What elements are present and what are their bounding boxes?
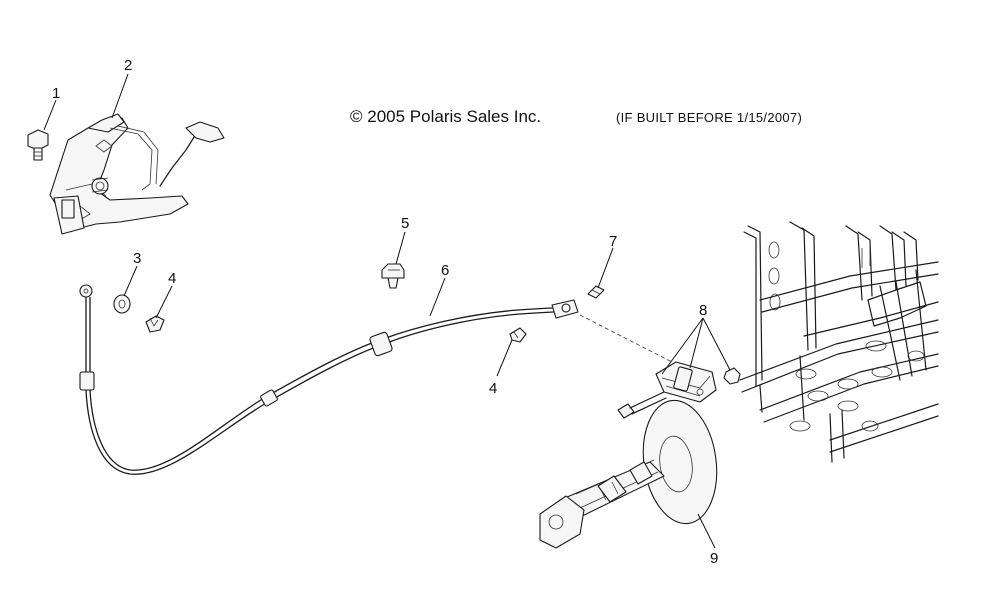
callout-6: 6 bbox=[441, 262, 449, 279]
callout-4-left: 4 bbox=[168, 270, 176, 287]
brake-pedal-assembly bbox=[49, 113, 225, 235]
brake-disc-driveshaft bbox=[539, 399, 718, 549]
clip-part-left bbox=[145, 315, 165, 333]
callout-3: 3 bbox=[133, 250, 141, 267]
alignment-line bbox=[579, 314, 673, 363]
callout-8: 8 bbox=[699, 302, 707, 319]
clip-part-right bbox=[509, 327, 527, 343]
caliper-assembly bbox=[617, 361, 741, 419]
grommet-part bbox=[381, 263, 405, 289]
bolt-part bbox=[27, 129, 49, 161]
callout-9: 9 bbox=[710, 550, 718, 567]
callout-7: 7 bbox=[609, 233, 617, 250]
leader-lines bbox=[43, 73, 731, 549]
build-date-note: (IF BUILT BEFORE 1/15/2007) bbox=[616, 110, 802, 125]
callout-1: 1 bbox=[52, 85, 60, 102]
vehicle-frame bbox=[739, 221, 939, 463]
callout-4-right: 4 bbox=[489, 380, 497, 397]
callout-5: 5 bbox=[401, 215, 409, 232]
pin-part bbox=[587, 285, 605, 299]
callout-2: 2 bbox=[124, 57, 132, 74]
copyright-text: © 2005 Polaris Sales Inc. bbox=[350, 107, 541, 126]
brake-cable bbox=[79, 284, 579, 475]
washer-part bbox=[113, 294, 131, 314]
